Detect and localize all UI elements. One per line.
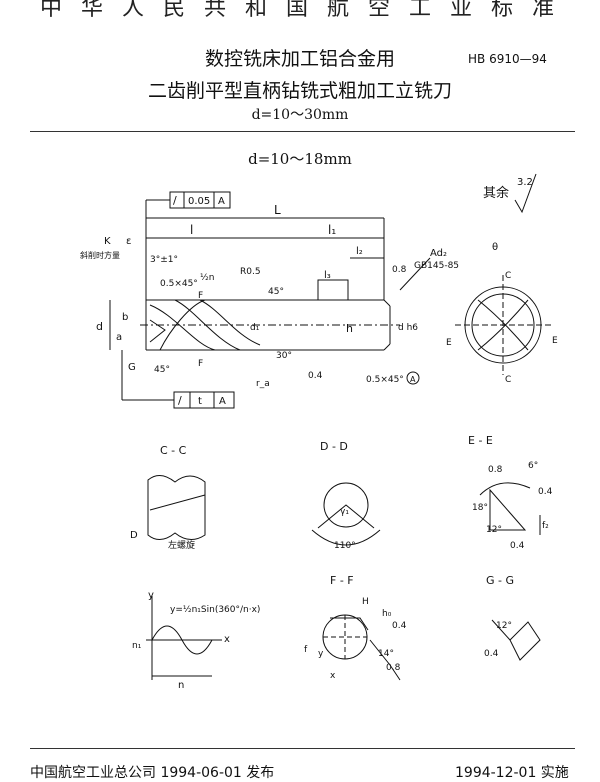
svg-text:a: a — [116, 332, 122, 343]
svg-text:/: / — [178, 394, 182, 407]
svg-text:0.05: 0.05 — [188, 196, 210, 207]
svg-text:0.4: 0.4 — [392, 621, 407, 631]
svg-text:左螺旋: 左螺旋 — [168, 539, 195, 551]
svg-text:d: d — [96, 320, 103, 333]
svg-text:x: x — [224, 634, 230, 645]
svg-text:γ₁: γ₁ — [340, 507, 349, 517]
svg-text:D: D — [130, 530, 138, 541]
title-line-2: 二齿削平型直柄钻铣式粗加工立铣刀 — [147, 80, 452, 102]
svg-text:n₁: n₁ — [132, 641, 142, 651]
svg-text:t: t — [198, 396, 202, 407]
svg-text:0.4: 0.4 — [308, 371, 323, 381]
svg-text:0.5×45°: 0.5×45° — [366, 375, 404, 385]
title-line-1: 数控铣床加工铝合金用 — [204, 48, 395, 70]
svg-text:n: n — [178, 680, 184, 691]
svg-text:A: A — [218, 196, 225, 207]
svg-text:C: C — [505, 271, 511, 281]
svg-text:l₃: l₃ — [324, 270, 331, 281]
section-ff-title: F - F — [330, 574, 354, 587]
svg-text:l₁: l₁ — [328, 223, 336, 237]
standard-number: HB 6910—94 — [468, 52, 547, 66]
footer-divider — [30, 748, 575, 749]
svg-text:0.4: 0.4 — [538, 487, 553, 497]
svg-text:h: h — [346, 322, 353, 335]
svg-text:6°: 6° — [528, 461, 538, 471]
svg-text:E: E — [446, 338, 452, 348]
svg-text:0.8: 0.8 — [392, 265, 407, 275]
svg-text:3°±1°: 3°±1° — [150, 255, 178, 265]
svg-text:F: F — [198, 359, 203, 369]
svg-text:b: b — [122, 312, 128, 323]
svg-text:12°: 12° — [486, 525, 502, 535]
svg-text:H: H — [362, 597, 369, 607]
svg-text:y: y — [318, 649, 324, 659]
svg-text:y=½n₁Sin(360°/n·x): y=½n₁Sin(360°/n·x) — [170, 605, 260, 615]
svg-text:14°: 14° — [378, 649, 394, 659]
svg-text:0.4: 0.4 — [484, 649, 499, 659]
svg-text:h₀: h₀ — [382, 609, 392, 619]
diameter-range: d=10～30mm — [251, 107, 349, 123]
svg-text:A: A — [219, 396, 226, 407]
sine-profile-plot — [146, 596, 222, 680]
svg-text:K: K — [104, 236, 111, 247]
svg-text:f₂: f₂ — [542, 521, 549, 531]
svg-text:ε: ε — [126, 236, 131, 247]
svg-text:d₁: d₁ — [250, 323, 260, 333]
implement-date: 1994-12-01 实施 — [455, 765, 569, 781]
surface-roughness-value: 3.2 — [517, 177, 533, 188]
svg-text:E: E — [552, 336, 558, 346]
svg-text:18°: 18° — [472, 503, 488, 513]
issue-note: 中国航空工业总公司 1994-06-01 发布 — [30, 765, 275, 781]
svg-text:f: f — [304, 645, 308, 655]
section-dd-title: D - D — [320, 440, 348, 453]
svg-text:F: F — [198, 291, 203, 301]
section-ee — [479, 482, 541, 535]
svg-text:45°: 45° — [154, 365, 170, 375]
surface-note: 其余 — [483, 185, 509, 201]
svg-text:l₂: l₂ — [356, 246, 363, 257]
roughness-symbol — [514, 173, 537, 214]
section-dd — [311, 482, 381, 546]
svg-text:12°: 12° — [496, 621, 512, 631]
svg-text:30°: 30° — [276, 351, 292, 361]
svg-text:θ: θ — [492, 242, 498, 253]
section-cc-title: C - C — [160, 444, 187, 457]
svg-text:0.5×45°: 0.5×45° — [160, 279, 198, 289]
section-ee-title: E - E — [468, 434, 493, 447]
svg-text:110°: 110° — [334, 541, 356, 551]
section-gg — [491, 619, 541, 661]
svg-text:G: G — [128, 362, 136, 373]
svg-text:0.8: 0.8 — [386, 663, 401, 673]
end-view — [455, 275, 551, 375]
drawing-subtitle: d=10～18mm — [248, 150, 352, 168]
svg-text:0.4: 0.4 — [510, 541, 525, 551]
svg-text:斜削时方量: 斜削时方量 — [80, 250, 120, 260]
svg-text:d h6: d h6 — [398, 323, 418, 333]
svg-text:Ad₂: Ad₂ — [430, 248, 447, 259]
end-mill-side-view — [140, 279, 400, 351]
svg-text:R0.5: R0.5 — [240, 267, 261, 277]
standard-category-header: 中 华 人 民 共 和 国 航 空 工 业 标 准 — [40, 0, 560, 21]
header-divider — [30, 131, 575, 132]
svg-text:y: y — [148, 590, 154, 601]
section-ff — [322, 614, 401, 681]
svg-text:/: / — [173, 194, 177, 207]
svg-text:0.8: 0.8 — [488, 465, 503, 475]
svg-text:45°: 45° — [268, 287, 284, 297]
svg-text:l: l — [190, 223, 193, 237]
svg-text:x: x — [330, 671, 336, 681]
svg-text:GB145-85: GB145-85 — [414, 261, 459, 271]
svg-text:L: L — [274, 203, 281, 217]
section-cc — [147, 475, 206, 540]
svg-text:C: C — [505, 375, 511, 385]
svg-text:½n: ½n — [200, 273, 214, 283]
svg-text:r_a: r_a — [256, 379, 270, 389]
svg-text:A: A — [410, 375, 416, 384]
section-gg-title: G - G — [486, 574, 514, 587]
